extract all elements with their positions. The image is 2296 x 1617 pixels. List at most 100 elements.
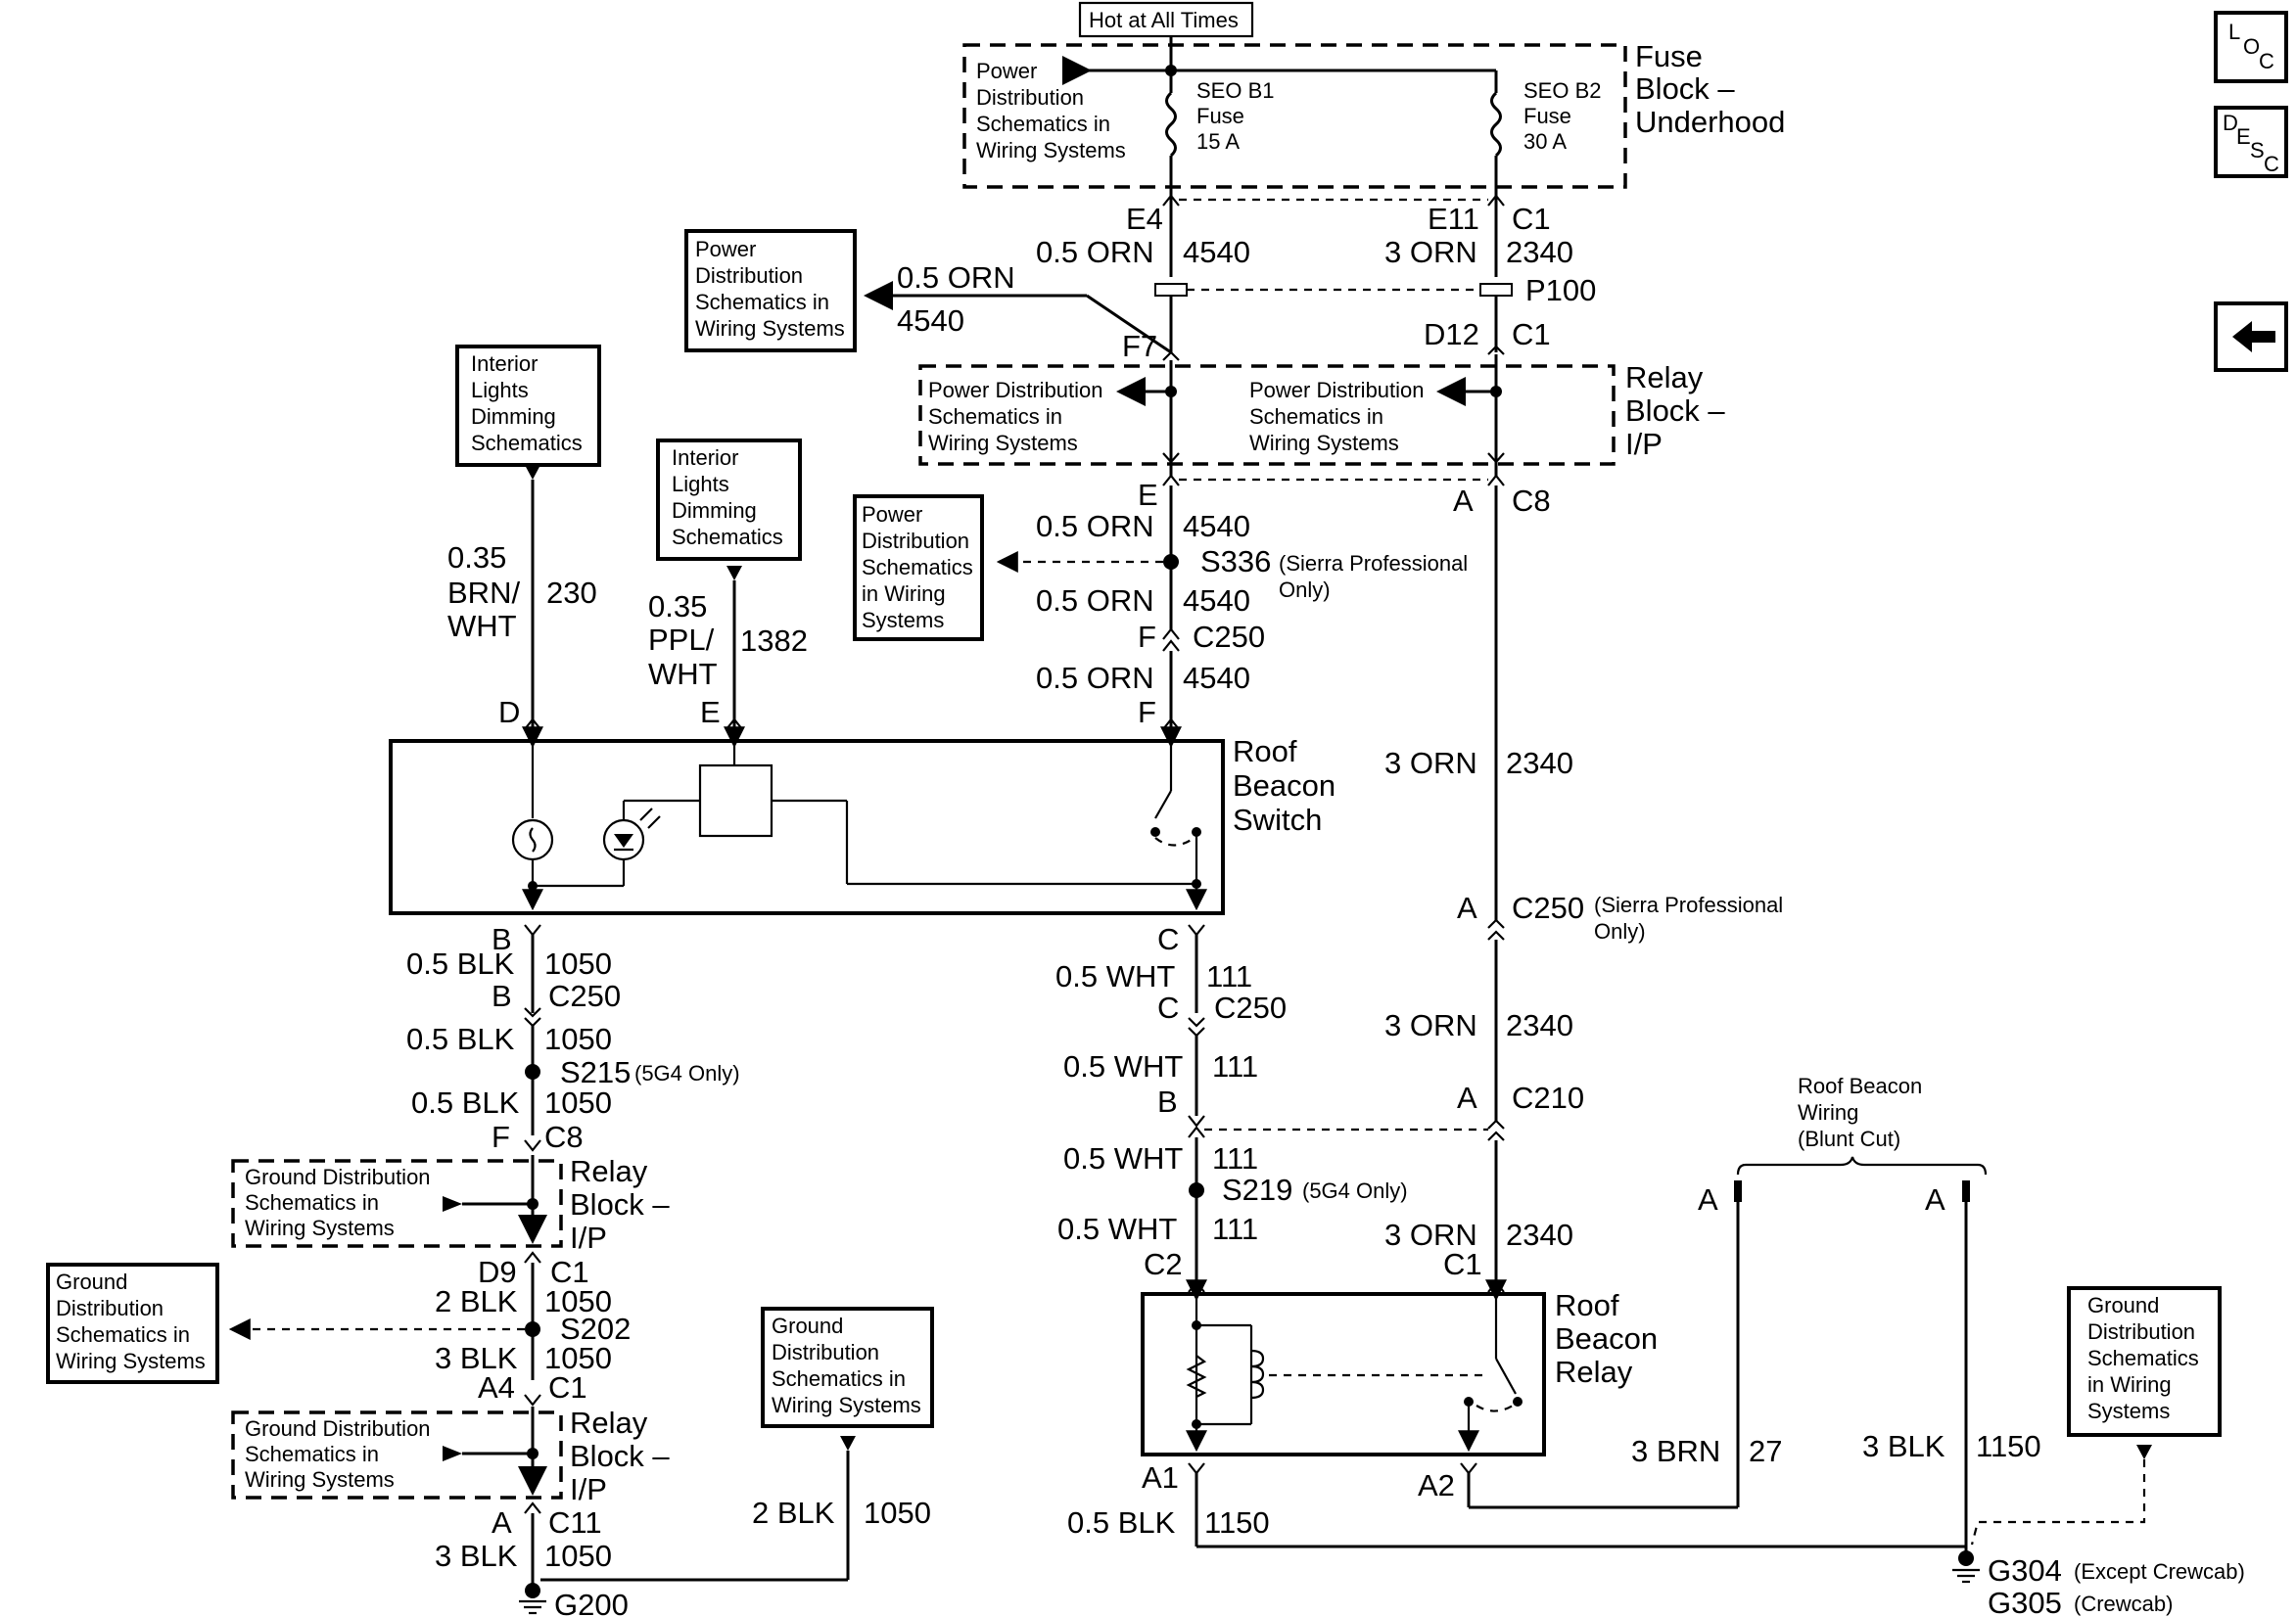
diagram-label: 111: [1212, 1049, 1258, 1084]
diagram-label: B: [492, 979, 512, 1013]
diagram-label: Dimming: [471, 404, 556, 429]
diagram-label: 2340: [1506, 746, 1573, 780]
diagram-label: SEO B2: [1523, 78, 1601, 103]
diagram-label: Schematics: [862, 555, 973, 579]
diagram-label: 1150: [1976, 1429, 2041, 1463]
diagram-label: 3 ORN: [1384, 746, 1477, 780]
diagram-label: Wiring Systems: [695, 316, 845, 341]
diagram-label: E: [700, 695, 721, 729]
diagram-label: Distribution: [695, 263, 803, 288]
diagram-label: 0.35: [447, 540, 506, 575]
diagram-label: Only): [1594, 919, 1646, 944]
diagram-label: A: [492, 1505, 512, 1540]
ground-distribution-ref-box-3[interactable]: Ground Distribution Schematics in Wiring…: [2067, 1286, 2222, 1437]
interior-lights-ref-box-1[interactable]: Interior Lights Dimming Schematics: [455, 345, 601, 467]
left-arrow-icon[interactable]: [2214, 301, 2288, 372]
diagram-label: E11: [1428, 202, 1479, 236]
diagram-label: G304: [1988, 1553, 2062, 1588]
diagram-label: 1050: [544, 1022, 612, 1056]
diagram-label: A4: [478, 1370, 515, 1405]
diagram-label: WHT: [447, 609, 517, 643]
diagram-label: D: [498, 695, 520, 729]
diagram-label: 2340: [1506, 235, 1573, 269]
diagram-label: 4540: [1183, 509, 1250, 543]
diagram-label: Ground Distribution: [245, 1165, 431, 1189]
diagram-label: 4540: [1183, 235, 1250, 269]
diagram-label: BRN/: [447, 576, 520, 610]
diagram-label: F7: [1122, 329, 1157, 363]
loc-icon[interactable]: L O C: [2214, 11, 2288, 83]
relay-block-ip-lower-1: Ground Distribution Schematics in Wiring…: [231, 1154, 670, 1255]
diagram-label: (Sierra Professional: [1594, 893, 1783, 917]
diagram-label: Schematics: [2087, 1346, 2199, 1370]
diagram-label: D12: [1424, 317, 1479, 351]
diagram-label: Dimming: [672, 498, 757, 523]
diagram-label: D9: [478, 1255, 517, 1289]
diagram-label: S219: [1222, 1173, 1292, 1207]
diagram-label: Schematics in: [695, 290, 829, 314]
diagram-label: I/P: [1625, 427, 1663, 461]
power-distribution-ref-box-2[interactable]: Power Distribution Schematics in Wiring …: [853, 494, 984, 641]
diagram-label: Fuse: [1635, 39, 1703, 73]
diagram-label: 15 A: [1196, 129, 1240, 154]
diagram-label: Beacon: [1233, 768, 1335, 803]
power-distribution-ref-box-1[interactable]: Power Distribution Schematics in Wiring …: [684, 229, 857, 352]
diagram-label: C: [2259, 49, 2274, 73]
diagram-label: in Wiring: [2087, 1372, 2172, 1397]
diagram-label: 1050: [544, 1284, 612, 1318]
diagram-label: 0.5 BLK: [406, 947, 515, 981]
diagram-label: I/P: [570, 1221, 607, 1255]
diagram-label: 3 BLK: [435, 1539, 518, 1573]
diagram-label: 0.5 ORN: [1036, 661, 1154, 695]
diagram-label: PPL/: [648, 623, 715, 657]
interior-lights-ref-box-2[interactable]: Interior Lights Dimming Schematics: [656, 439, 802, 561]
diagram-label: Distribution: [862, 529, 969, 553]
diagram-label: 0.35: [648, 589, 707, 624]
diagram-label: C250: [1512, 891, 1584, 925]
roof-beacon-relay: Roof Beacon Relay: [1141, 1279, 1658, 1456]
diagram-label: Block –: [1625, 393, 1725, 428]
diagram-label: SEO B1: [1196, 78, 1274, 103]
diagram-label: Lights: [672, 472, 729, 496]
ground-distribution-ref-box-1[interactable]: Ground Distribution Schematics in Wiring…: [46, 1263, 219, 1384]
diagram-label: 4540: [1183, 583, 1250, 618]
diagram-label: 0.5 WHT: [1063, 1049, 1183, 1084]
diagram-label: 2 BLK: [435, 1284, 518, 1318]
diagram-label: C250: [1193, 620, 1265, 654]
diagram-label: 2 BLK: [752, 1496, 835, 1530]
diagram-label: D: [2223, 111, 2238, 135]
diagram-label: B: [1157, 1085, 1178, 1119]
diagram-label: Switch: [1233, 803, 1322, 837]
diagram-label: C250: [548, 979, 621, 1013]
diagram-label: 0.5 BLK: [406, 1022, 515, 1056]
diagram-label: Lights: [471, 378, 529, 402]
diagram-label: 1050: [544, 947, 612, 981]
diagram-label: 30 A: [1523, 129, 1567, 154]
fuse-block-underhood: Fuse Block – Underhood Power Distributio…: [962, 39, 1785, 206]
roof-beacon-switch: Roof Beacon Switch: [389, 726, 1335, 915]
diagram-label: Block –: [1635, 71, 1735, 106]
diagram-label: (5G4 Only): [1302, 1178, 1408, 1203]
diagram-label: Interior: [672, 445, 738, 470]
relay-block-ip-top: Relay Block – I/P Power Distribution Sch…: [918, 354, 1725, 478]
diagram-label: (Blunt Cut): [1798, 1127, 1900, 1151]
diagram-label: (Sierra Professional: [1279, 551, 1468, 576]
diagram-label: 2340: [1506, 1218, 1573, 1252]
diagram-label: 1150: [1204, 1505, 1270, 1540]
diagram-label: Distribution: [2087, 1319, 2195, 1344]
diagram-label: Power Distribution: [928, 378, 1103, 402]
diagram-label: Systems: [2087, 1399, 2170, 1423]
ground-distribution-ref-box-2[interactable]: Ground Distribution Schematics in Wiring…: [761, 1307, 934, 1428]
diagram-label: Roof Beacon: [1798, 1074, 1922, 1098]
diagram-label: Relay: [1555, 1355, 1633, 1389]
diagram-label: 1050: [544, 1086, 612, 1120]
diagram-label: in Wiring: [862, 581, 946, 606]
diagram-label: Fuse: [1196, 104, 1244, 128]
diagram-label: I/P: [570, 1472, 607, 1506]
diagram-label: Schematics: [471, 431, 583, 455]
diagram-label: Underhood: [1635, 105, 1785, 139]
diagram-label: 111: [1212, 1212, 1258, 1246]
desc-icon[interactable]: D E S C: [2214, 106, 2288, 178]
diagram-label: 3 ORN: [1384, 1218, 1477, 1252]
diagram-label: 0.5 ORN: [897, 260, 1015, 295]
